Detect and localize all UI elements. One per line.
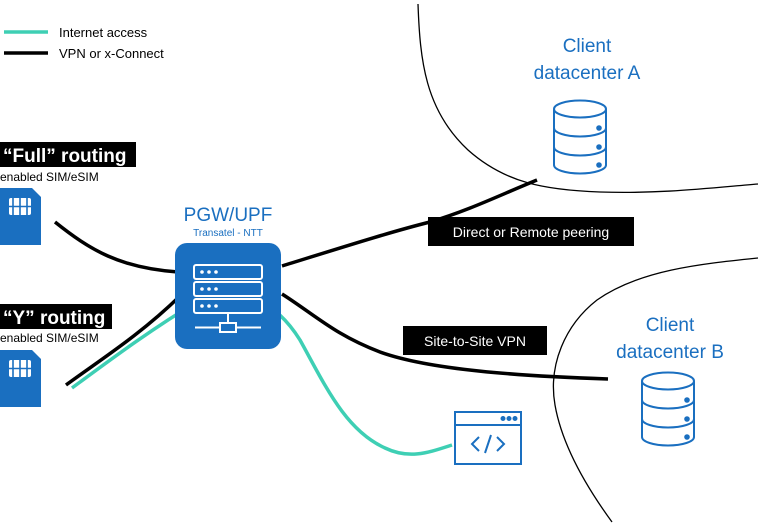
datacenter-a-line2: datacenter A [534, 63, 641, 84]
routing-full-subtitle: enabled SIM/eSIM [0, 170, 99, 184]
routing-y-title: “Y” routing [3, 308, 105, 329]
code-window-icon [454, 411, 522, 465]
datacenter-b-boundary [552, 257, 759, 523]
routing-y-title-bg [0, 304, 112, 329]
database-icon [641, 371, 695, 447]
internet-link-y-routing [70, 292, 453, 456]
vpn-link-datacenter-b [281, 292, 609, 381]
routing-full-title-bg [0, 142, 136, 167]
datacenter-a-line1: Client [563, 36, 612, 57]
legend: Internet access VPN or x-Connect [4, 25, 164, 61]
pgw-title: PGW/UPF [184, 205, 273, 226]
sim-card-icon [0, 350, 41, 407]
peering-label-bg [428, 217, 634, 246]
sim-card-icon [0, 188, 41, 245]
vpn-label-bg [403, 326, 547, 355]
server-rack-icon [175, 243, 281, 349]
legend-internet-label: Internet access [59, 25, 148, 40]
legend-vpn-label: VPN or x-Connect [59, 46, 164, 61]
datacenter-b-line2: datacenter B [616, 342, 724, 363]
vpn-label: Site-to-Site VPN [424, 333, 526, 349]
peering-label: Direct or Remote peering [453, 224, 609, 240]
datacenter-b-line1: Client [646, 315, 695, 336]
routing-y-subtitle: enabled SIM/eSIM [0, 331, 99, 345]
database-icon [553, 99, 607, 175]
vpn-link-full-routing [53, 220, 179, 274]
routing-full-title: “Full” routing [3, 146, 126, 167]
datacenter-a-boundary [417, 3, 759, 194]
vpn-link-y-routing [64, 294, 182, 387]
pgw-subtitle: Transatel - NTT [193, 228, 263, 239]
